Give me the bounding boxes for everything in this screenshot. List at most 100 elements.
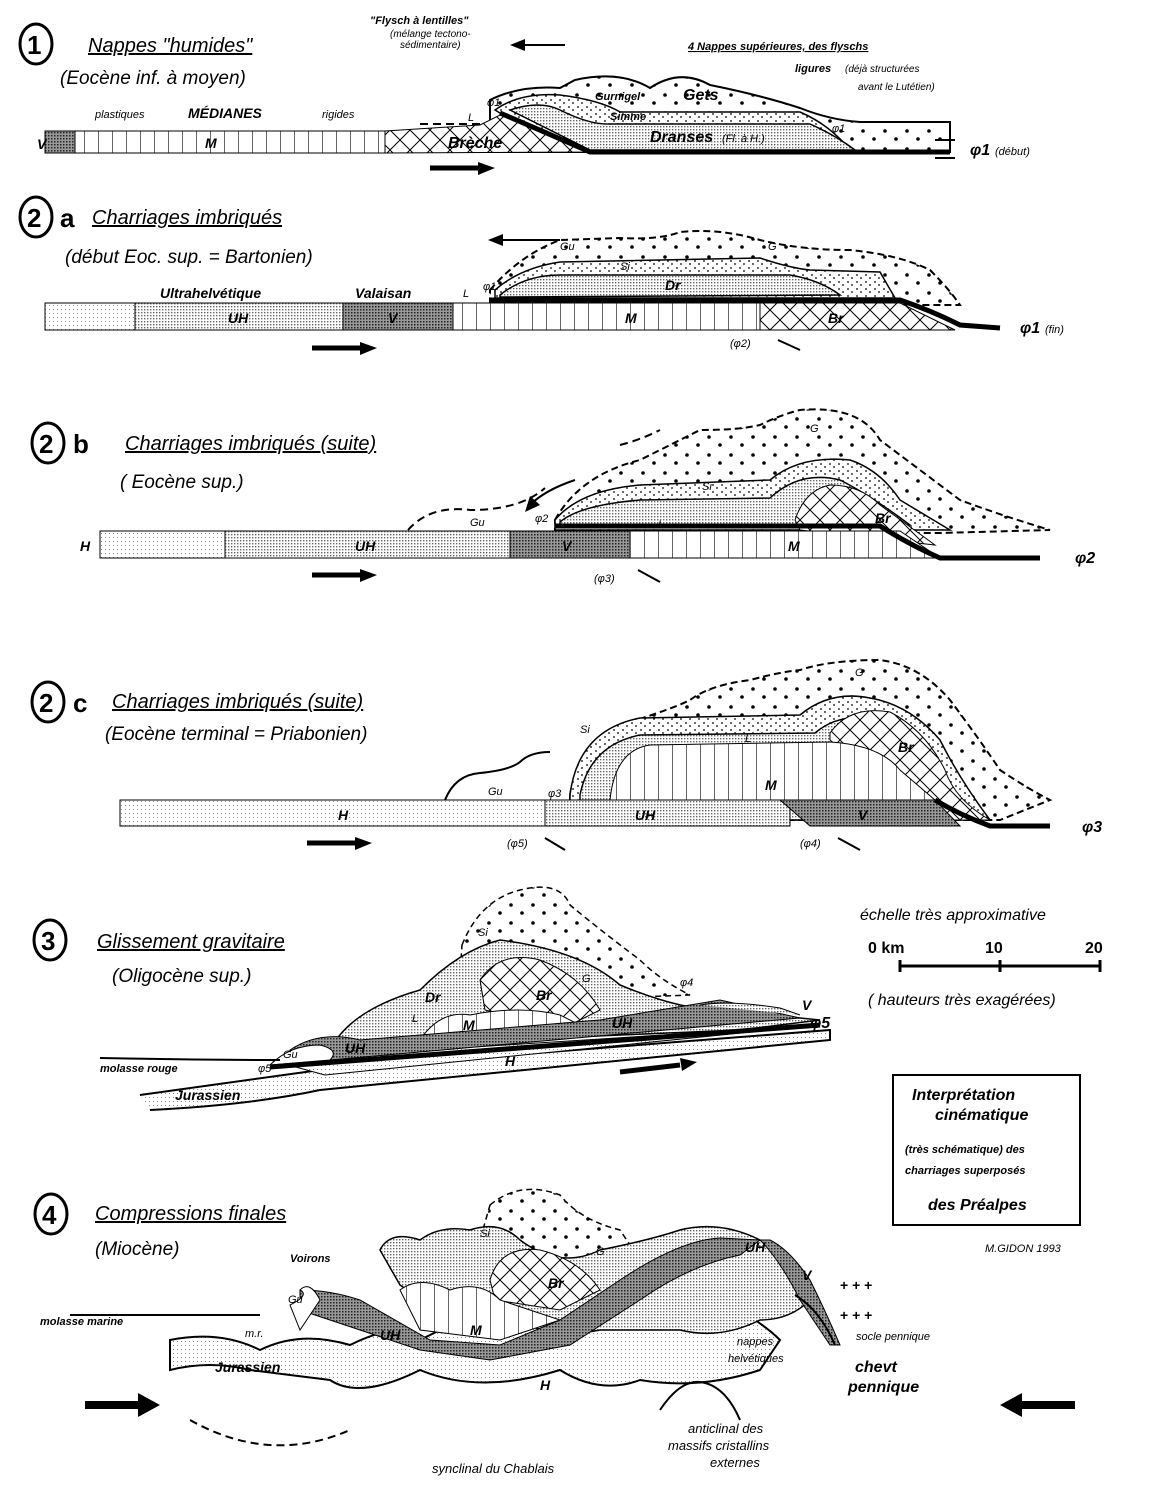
label-anticlinal: externes [710,1455,760,1470]
label-G: G [596,1246,605,1258]
arrow-head [355,837,372,850]
label-H: H [505,1053,516,1069]
ultrahelvetique-block [544,799,791,827]
scale-bar: échelle très approximative 0 km 10 20 ( … [860,907,1103,1009]
section-2b: 2 b Charriages imbriqués (suite) ( Eocèn… [30,408,1095,585]
label-medianes: MÉDIANES [188,105,263,121]
label-M: M [765,777,777,793]
section-number-badge [30,680,66,724]
label-UH: UH [355,538,376,554]
section-number: 1 [27,30,41,60]
medianes-block [452,302,761,331]
scale-caption: échelle très approximative [860,907,1046,924]
section-title: Charriages imbriqués [92,207,282,229]
section-title: Compressions finales [95,1203,286,1225]
medianes-block [74,130,386,154]
label-phi2: (φ2) [730,338,751,350]
label-jurassien: Jurassien [215,1359,280,1375]
label-chevauchement: pennique [847,1379,919,1396]
valaisan-block [778,799,962,827]
breche-block [794,484,937,546]
section-title: Charriages imbriqués (suite) [112,691,363,713]
scale-tick-20: 20 [1085,940,1103,957]
label-M: M [205,135,217,151]
section-number: 4 [42,1200,57,1230]
label-flysch-note: (mélange tectono- [390,29,471,40]
label-L: L [412,1013,418,1025]
section-title: Charriages imbriqués (suite) [125,433,376,455]
section-subtitle: (Eocène inf. à moyen) [60,68,246,89]
label-rigides: rigides [322,109,355,121]
label-dranses: Dranses [650,129,713,146]
section-1: 1 Nappes "humides" (Eocène inf. à moyen)… [18,15,1030,175]
label-M: M [463,1017,475,1033]
label-H: H [540,1377,551,1393]
label-G: G [855,667,864,679]
dranses-nappe [499,274,843,298]
label-phi1-note: (début) [995,146,1030,158]
gurnigel-outline [444,751,551,801]
thrust-phi2 [555,523,1040,561]
gurnigel-outline [407,429,661,531]
label-upper-note: (déjà structurées [845,64,919,75]
medianes-block [399,1282,562,1341]
label-flysch-note: sédimentaire) [400,40,461,51]
ultrahelvetique-block [224,530,511,559]
arrow-head [138,1393,160,1417]
label-chevauchement: chevt [855,1359,897,1376]
label-UH: UH [745,1239,766,1255]
shear-arrows [935,139,955,159]
label-ligures: ligures [795,63,831,75]
label-Si: Si [702,481,712,493]
thrust-phi3 [933,797,1050,829]
label-Br: Br [548,1275,565,1291]
label-V: V [388,310,399,326]
socle-crosses: + + + [840,1277,872,1293]
label-Br: Br [536,987,553,1003]
label-anticlinal: massifs cristallins [668,1438,770,1453]
thrust-phi5 [269,1022,821,1070]
label-phi5-main: φ5 [810,1015,831,1032]
ultrahelvetique-block [134,302,344,331]
anticlinal-arc [659,1380,741,1421]
label-phi4: φ4 [680,977,693,989]
valaisan-tip [699,1002,801,1016]
label-V: V [802,997,813,1013]
chevauchement-line [794,1294,836,1346]
label-G: G [582,973,591,985]
label-nappes-helvetiques: nappes [737,1336,774,1348]
label-UH: UH [345,1040,366,1056]
section-number-badge [33,1192,69,1236]
section-number: 2 [39,429,53,459]
section-number: 2 [39,688,53,718]
label-M: M [470,1322,482,1338]
label-Dr: Dr [425,989,442,1005]
arrow-right [619,1062,681,1075]
label-phi1-main: φ1 [1020,320,1040,337]
label-UH: UH [612,1015,633,1031]
ultrahelvetique-block [299,1237,762,1361]
label-gurnigel: Gurnigel [595,91,641,103]
arrow-head [680,1058,697,1071]
valaisan-block [342,302,454,331]
section-letter: b [73,429,89,459]
helvetic-block [139,1028,831,1111]
label-nappes-helvetiques: helvétiques [728,1353,784,1365]
section-number-badge [18,195,54,239]
section-subtitle: (début Eoc. sup. = Bartonien) [65,247,313,268]
label-L: L [463,288,469,300]
molasse-line [99,1057,281,1061]
label-flysch-lentilles: "Flysch à lentilles" [370,15,469,27]
label-Gu: Gu [560,241,575,253]
label-phi2: φ2 [535,513,548,525]
legend-box: Interprétation cinématique (très schémat… [892,1074,1081,1226]
label-V: V [562,538,573,554]
label-Si: Si [480,1228,490,1240]
section-number-badge [30,421,66,465]
label-phi1-main: φ1 [970,142,990,159]
section-number: 3 [41,926,55,956]
label-Si: Si [580,724,590,736]
label-phi1: φ1 [487,97,500,109]
